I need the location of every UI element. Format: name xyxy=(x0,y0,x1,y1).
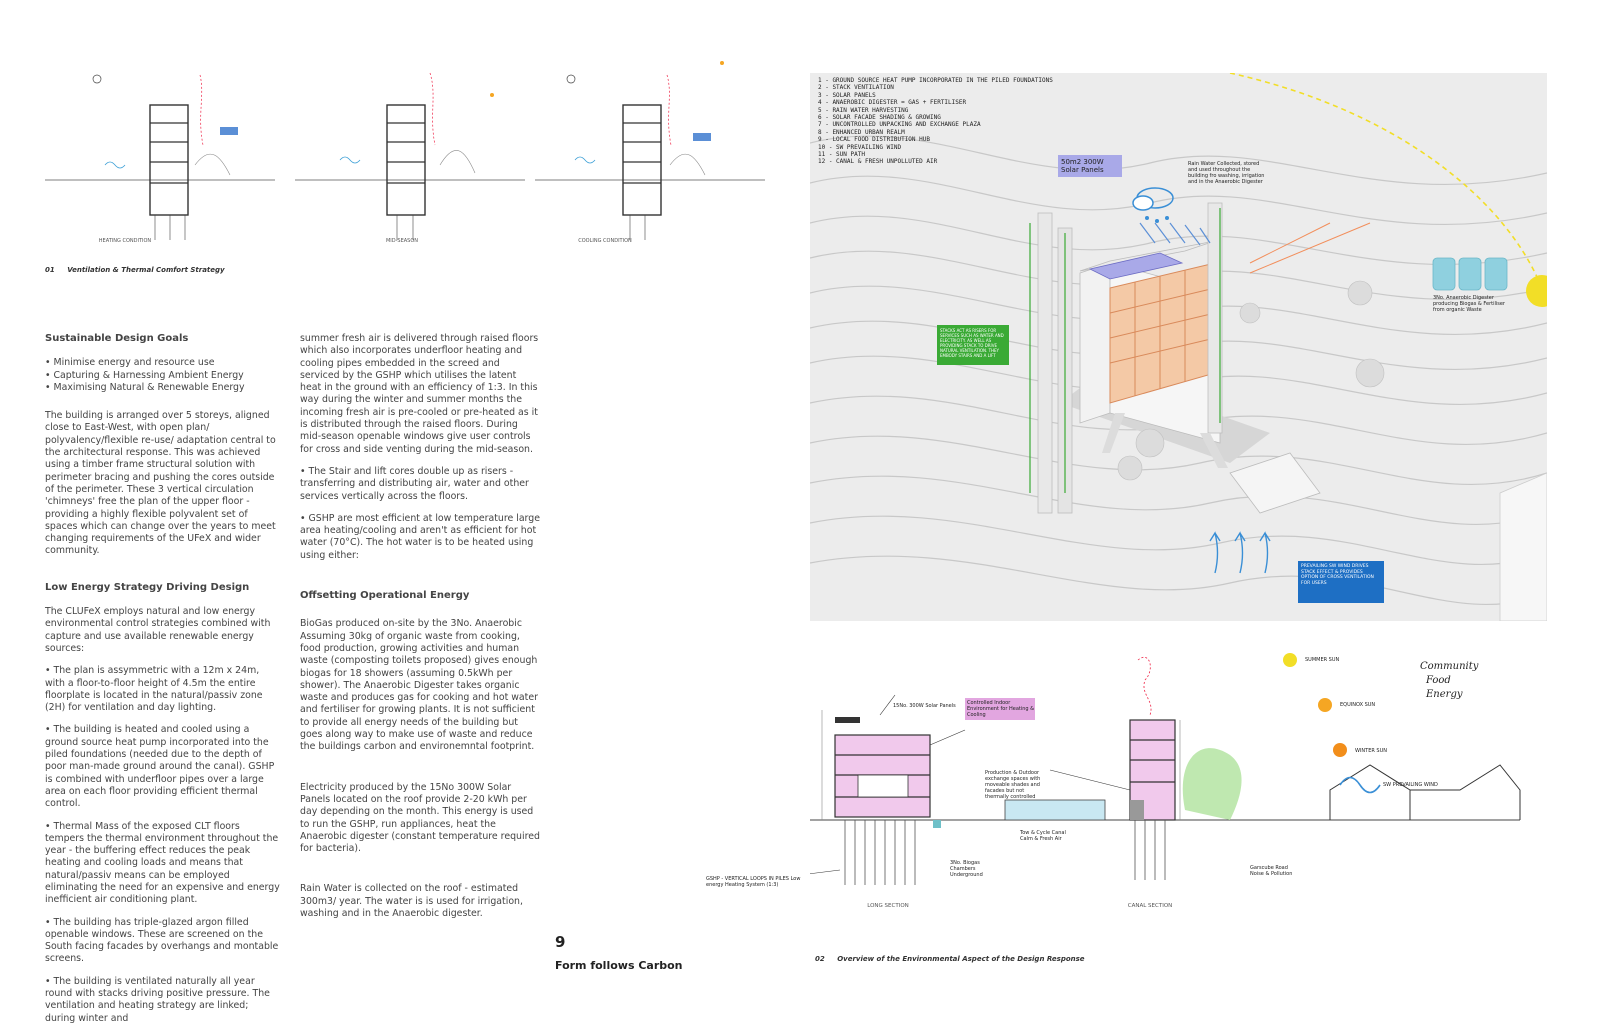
legend-item: 10 - SW PREVAILING WIND xyxy=(818,143,902,151)
canal-section-label: CANAL SECTION xyxy=(1127,903,1173,909)
winter-sun-label: WINTER SUN xyxy=(1355,748,1388,754)
wind-icon xyxy=(1339,776,1381,794)
indoor-environment-note: Controlled Indoor Environment for Heatin… xyxy=(967,700,1035,718)
paragraph: • GSHP are most efficient at low tempera… xyxy=(300,512,540,561)
caption-text: Overview of the Environmental Aspect of … xyxy=(837,955,1085,963)
legend-item: 12 - CANAL & FRESH UNPOLLUTED AIR xyxy=(818,158,938,166)
caption-text: Ventilation & Thermal Comfort Strategy xyxy=(67,266,225,274)
paragraph: • Thermal Mass of the exposed CLT floors… xyxy=(45,820,280,906)
goals-list: • Minimise energy and resource use • Cap… xyxy=(45,357,280,394)
legend-item: 2 - STACK VENTILATION xyxy=(818,84,894,92)
paragraph: The CLUFeX employs natural and low energ… xyxy=(45,606,271,654)
exchange-spaces-note: Production & Outdoor exchange spaces wit… xyxy=(985,770,1041,800)
legend-item: 1 - GROUND SOURCE HEAT PUMP INCORPORATED… xyxy=(818,77,1053,84)
list-item: • Minimise energy and resource use xyxy=(45,357,215,369)
render-graphic xyxy=(810,73,1547,621)
canal-section-building xyxy=(1129,657,1181,880)
figure-caption-01: 01 Ventilation & Thermal Comfort Strateg… xyxy=(45,266,225,274)
section-diagrams xyxy=(45,61,765,240)
solar-panels-note: 15No. 300W Solar Panels xyxy=(893,703,956,709)
caption-number: 02 xyxy=(815,955,825,963)
hand-line: Community xyxy=(1420,661,1479,672)
text-column-1: Sustainable Design Goals • Minimise ener… xyxy=(45,333,280,1035)
paragraph: The building is arranged over 5 storeys,… xyxy=(45,410,276,557)
caption-number: 01 xyxy=(45,266,55,274)
road-note: Garscube Road Noise & Pollution xyxy=(1250,865,1293,877)
cooling-condition-diagram xyxy=(535,61,765,240)
paragraph: BioGas produced on-site by the 3No. Anae… xyxy=(300,618,538,753)
prevailing-wind-label: SW PREVAILING WIND xyxy=(1383,782,1438,788)
paragraph: • The building is ventilated naturally a… xyxy=(45,975,270,1024)
paragraph: Electricity produced by the 15No 300W So… xyxy=(300,781,540,855)
cooling-condition-label: COOLING CONDITION xyxy=(578,238,632,244)
legend-item: 4 - ANAEROBIC DIGESTER = GAS + FERTILISE… xyxy=(818,99,967,107)
paragraph: • The building is heated and cooled usin… xyxy=(45,724,275,810)
equinox-sun-label: EQUINOX SUN xyxy=(1340,702,1376,708)
gshp-note: GSHP - VERTICAL LOOPS IN PILES Low energ… xyxy=(706,876,801,888)
legend-item: 7 - UNCONTROLLED UNPACKING AND EXCHANGE … xyxy=(818,121,981,129)
mid-season-label: MID-SEASON xyxy=(385,238,419,244)
mid-season-diagram xyxy=(295,72,525,240)
list-item: • Maximising Natural & Renewable Energy xyxy=(45,381,245,393)
legend-item: 8 - ENHANCED URBAN REALM xyxy=(818,128,905,136)
heading-sustainable-goals: Sustainable Design Goals xyxy=(45,333,189,344)
page-number: 9 xyxy=(555,933,566,951)
solar-panels-tag: 50m2 300W Solar Panels xyxy=(1058,155,1122,177)
rain-water-note: Rain Water Collected, stored and used th… xyxy=(1188,161,1265,185)
summer-sun-icon xyxy=(1283,653,1297,667)
paragraph: • The Stair and lift cores double up as … xyxy=(300,465,529,502)
digester-tanks-icon xyxy=(1432,257,1508,291)
paragraph: • The plan is assymmetric with a 12m x 2… xyxy=(45,665,263,714)
heading-offsetting-energy: Offsetting Operational Energy xyxy=(300,590,470,602)
paragraph: • The building has triple-glazed argon f… xyxy=(45,916,279,965)
page-title: Form follows Carbon xyxy=(555,959,683,972)
equinox-sun-icon xyxy=(1318,698,1332,712)
legend-item: 11 - SUN PATH xyxy=(818,151,865,159)
sun-icon xyxy=(1526,275,1547,307)
winter-sun-icon xyxy=(1333,743,1347,757)
figure-caption-02: 02 Overview of the Environmental Aspect … xyxy=(815,955,1085,963)
digester-note: 3No. Anaerobic Digester producing Biogas… xyxy=(1433,295,1505,313)
long-section-building xyxy=(821,710,941,885)
axonometric-render: 1 - GROUND SOURCE HEAT PUMP INCORPORATED… xyxy=(810,73,1547,621)
biogas-chambers-note: 3No. Biogas Chambers Underground xyxy=(950,860,983,878)
render-legend: 1 - GROUND SOURCE HEAT PUMP INCORPORATED… xyxy=(818,77,1053,166)
legend-item: 6 - SOLAR FACADE SHADING & GROWING xyxy=(818,114,941,122)
rain-cloud-icon xyxy=(1132,187,1174,223)
long-section-label: LONG SECTION xyxy=(867,903,909,909)
list-item: • Capturing & Harnessing Ambient Energy xyxy=(45,369,244,381)
paragraph: Rain Water is collected on the roof - es… xyxy=(300,883,523,919)
wind-tag: PREVAILING SW WIND DRIVES STACK EFFECT &… xyxy=(1298,561,1384,603)
stacks-tag: STACKS ACT AS RISERS FOR SERVICES SUCH A… xyxy=(937,325,1009,365)
legend-item: 9 - LOCAL FOOD DISTRIBUTION HUB xyxy=(818,136,930,144)
summer-sun-label: SUMMER SUN xyxy=(1305,657,1340,663)
handwritten-note: Community Food Energy xyxy=(1420,660,1478,702)
towpath-note: Tow & Cycle Canal Calm & Fresh Air xyxy=(1020,830,1066,842)
long-and-canal-sections xyxy=(810,653,1521,885)
heating-condition-diagram xyxy=(45,74,275,240)
legend-item: 5 - RAIN WATER HARVESTING xyxy=(818,106,909,114)
text-column-2: summer fresh air is delivered through ra… xyxy=(300,333,540,930)
hand-line: Energy xyxy=(1426,689,1463,700)
legend-item: 3 - SOLAR PANELS xyxy=(818,91,876,99)
heating-condition-label: HEATING CONDITION xyxy=(98,238,152,244)
hand-line: Food xyxy=(1426,675,1451,686)
heading-low-energy: Low Energy Strategy Driving Design xyxy=(45,581,250,593)
paragraph: summer fresh air is delivered through ra… xyxy=(300,333,539,455)
